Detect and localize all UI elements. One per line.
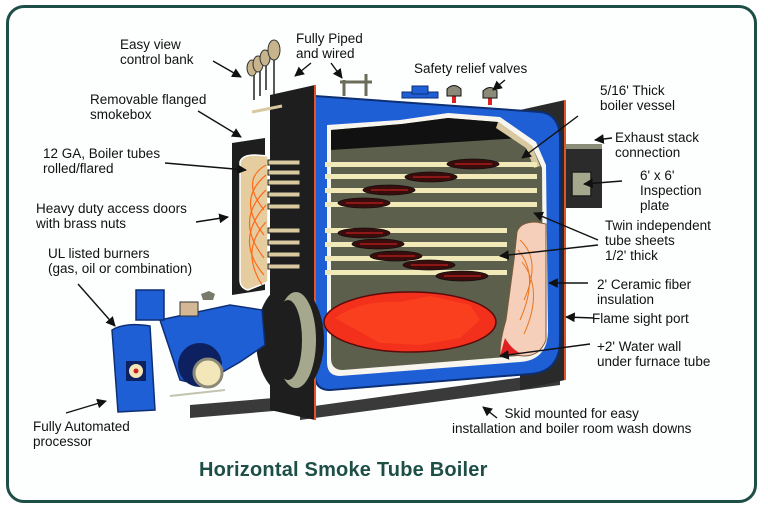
- label-smokebox: Removable flanged smokebox: [90, 92, 207, 122]
- label-burners: UL listed burners (gas, oil or combinati…: [48, 246, 193, 276]
- piping: [340, 74, 372, 96]
- diagram-title: Horizontal Smoke Tube Boiler: [199, 459, 488, 481]
- label-water-wall: +2' Water wall under furnace tube: [597, 339, 711, 369]
- smokebox: [232, 138, 301, 295]
- label-access-doors: Heavy duty access doors with brass nuts: [36, 201, 187, 231]
- label-flame-sight-port: Flame sight port: [592, 311, 689, 326]
- label-ceramic-insulation: 2' Ceramic fiber insulation: [597, 277, 692, 307]
- label-piped-wired: Fully Piped and wired: [296, 31, 363, 61]
- exhaust-stack: [566, 144, 602, 208]
- label-control-bank: Easy view control bank: [120, 37, 194, 67]
- label-automated-processor: Fully Automated processor: [33, 419, 130, 449]
- label-skid: Skid mounted for easy installation and b…: [452, 406, 692, 436]
- label-boiler-tubes: 12 GA, Boiler tubes rolled/flared: [43, 146, 161, 176]
- leader-arrows: [65, 60, 623, 419]
- furnace-flame: [323, 291, 497, 353]
- burner-assembly: [111, 284, 324, 413]
- safety-relief-valve: [482, 87, 498, 105]
- label-exhaust-stack: Exhaust stack connection: [615, 130, 700, 160]
- label-inspection-plate: 6' x 6' Inspection plate: [640, 168, 702, 213]
- control-bank: [246, 39, 283, 114]
- flue-gas-arrows: [248, 164, 267, 286]
- label-tube-sheets: Twin independent tube sheets 1/2' thick: [605, 218, 711, 263]
- label-vessel-thickness: 5/16' Thick boiler vessel: [600, 83, 676, 113]
- label-safety-relief-valves: Safety relief valves: [414, 61, 528, 76]
- safety-relief-valve: [446, 85, 462, 103]
